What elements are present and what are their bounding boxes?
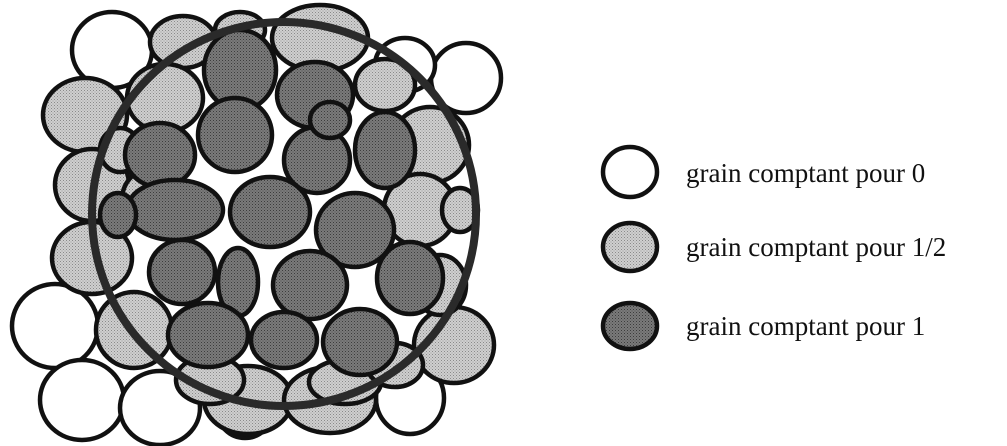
legend-label-zero: grain comptant pour 0 <box>686 158 925 188</box>
legend-swatch-one <box>603 303 657 349</box>
grain-one-8 <box>230 177 310 247</box>
grain-one-7 <box>127 180 223 240</box>
legend-item-half: grain comptant pour 1/2 <box>603 223 946 271</box>
grain-assembly <box>12 5 501 445</box>
grain-zero-3 <box>12 284 98 368</box>
grain-one-3 <box>125 123 195 187</box>
legend-item-zero: grain comptant pour 0 <box>603 147 925 197</box>
legend-swatch-zero <box>603 147 657 197</box>
legend-label-one: grain comptant pour 1 <box>686 311 925 341</box>
legend-label-half: grain comptant pour 1/2 <box>686 232 946 262</box>
grain-one-15 <box>251 312 317 368</box>
grain-one-12 <box>273 251 347 319</box>
grain-one-17 <box>100 193 136 237</box>
grain-one-16 <box>323 309 397 375</box>
grain-one-13 <box>377 242 443 314</box>
legend-item-one: grain comptant pour 1 <box>603 303 925 349</box>
grain-one-18 <box>310 102 350 138</box>
grain-zero-4 <box>40 360 124 440</box>
legend: grain comptant pour 0 grain comptant pou… <box>603 147 946 349</box>
legend-swatch-half <box>603 223 657 271</box>
grain-one-14 <box>168 303 248 367</box>
grain-one-6 <box>355 112 415 188</box>
grain-one-4 <box>198 98 272 172</box>
grain-one-10 <box>149 240 215 304</box>
